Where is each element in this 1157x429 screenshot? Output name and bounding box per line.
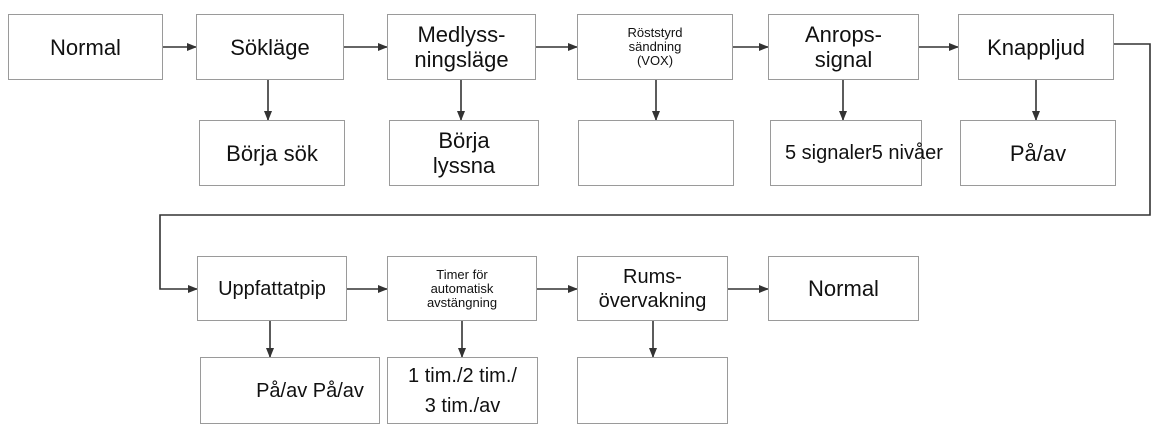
mode-box-normal: Normal [8, 14, 163, 80]
option-box-start-listen: Börja lyssna [389, 120, 539, 186]
mode-label-key-sound: Knappljud [987, 34, 1085, 60]
wrap-connector [159, 43, 1151, 293]
option-box-start-search: Börja sök [199, 120, 345, 186]
option-label-start-search: Börja sök [226, 140, 318, 166]
mode-box-listen: Medlyss- ningsläge [387, 14, 536, 80]
option-box-room-monitor [577, 357, 728, 424]
option-label-ack-beep-toggle: På/av På/av [256, 379, 364, 402]
mode-label-call-signal: Anrops- signal [804, 22, 883, 72]
mode-box-auto-off-timer: Timer för automatisk avstängning [387, 256, 537, 321]
option-label-key-sound-toggle: På/av [1009, 140, 1067, 166]
mode-box-search: Sökläge [196, 14, 344, 80]
mode-label-search: Sökläge [230, 34, 310, 60]
mode-label-normal-end: Normal [808, 276, 879, 301]
option-box-timer-options: 1 tim./2 tim./ 3 tim./av [387, 357, 538, 424]
mode-box-vox: Röststyrd sändning (VOX) [577, 14, 733, 80]
mode-box-room-monitor: Rums- övervakning [577, 256, 728, 321]
mode-box-normal-end: Normal [768, 256, 919, 321]
mode-label-ack-beep: Uppfattatpip [218, 277, 326, 300]
option-label-signals-levels: 5 signaler5 nivåer [785, 142, 943, 164]
mode-box-call-signal: Anrops- signal [768, 14, 919, 80]
mode-label-normal: Normal [50, 34, 121, 60]
option-label-timer-options: 1 tim./2 tim./ 3 tim./av [408, 364, 517, 417]
mode-box-ack-beep: Uppfattatpip [197, 256, 347, 321]
option-box-vox [578, 120, 734, 186]
mode-label-room-monitor: Rums- övervakning [598, 265, 707, 312]
option-box-key-sound-toggle: På/av [960, 120, 1116, 186]
mode-label-vox: Röststyrd sändning (VOX) [627, 25, 683, 68]
option-label-start-listen: Börja lyssna [432, 128, 496, 178]
option-box-ack-beep-toggle: På/av På/av [200, 357, 380, 424]
mode-box-key-sound: Knappljud [958, 14, 1114, 80]
mode-label-listen: Medlyss- ningsläge [414, 22, 509, 72]
option-box-signals-levels: 5 signaler5 nivåer [770, 120, 943, 186]
mode-label-auto-off-timer: Timer för automatisk avstängning [426, 266, 498, 310]
